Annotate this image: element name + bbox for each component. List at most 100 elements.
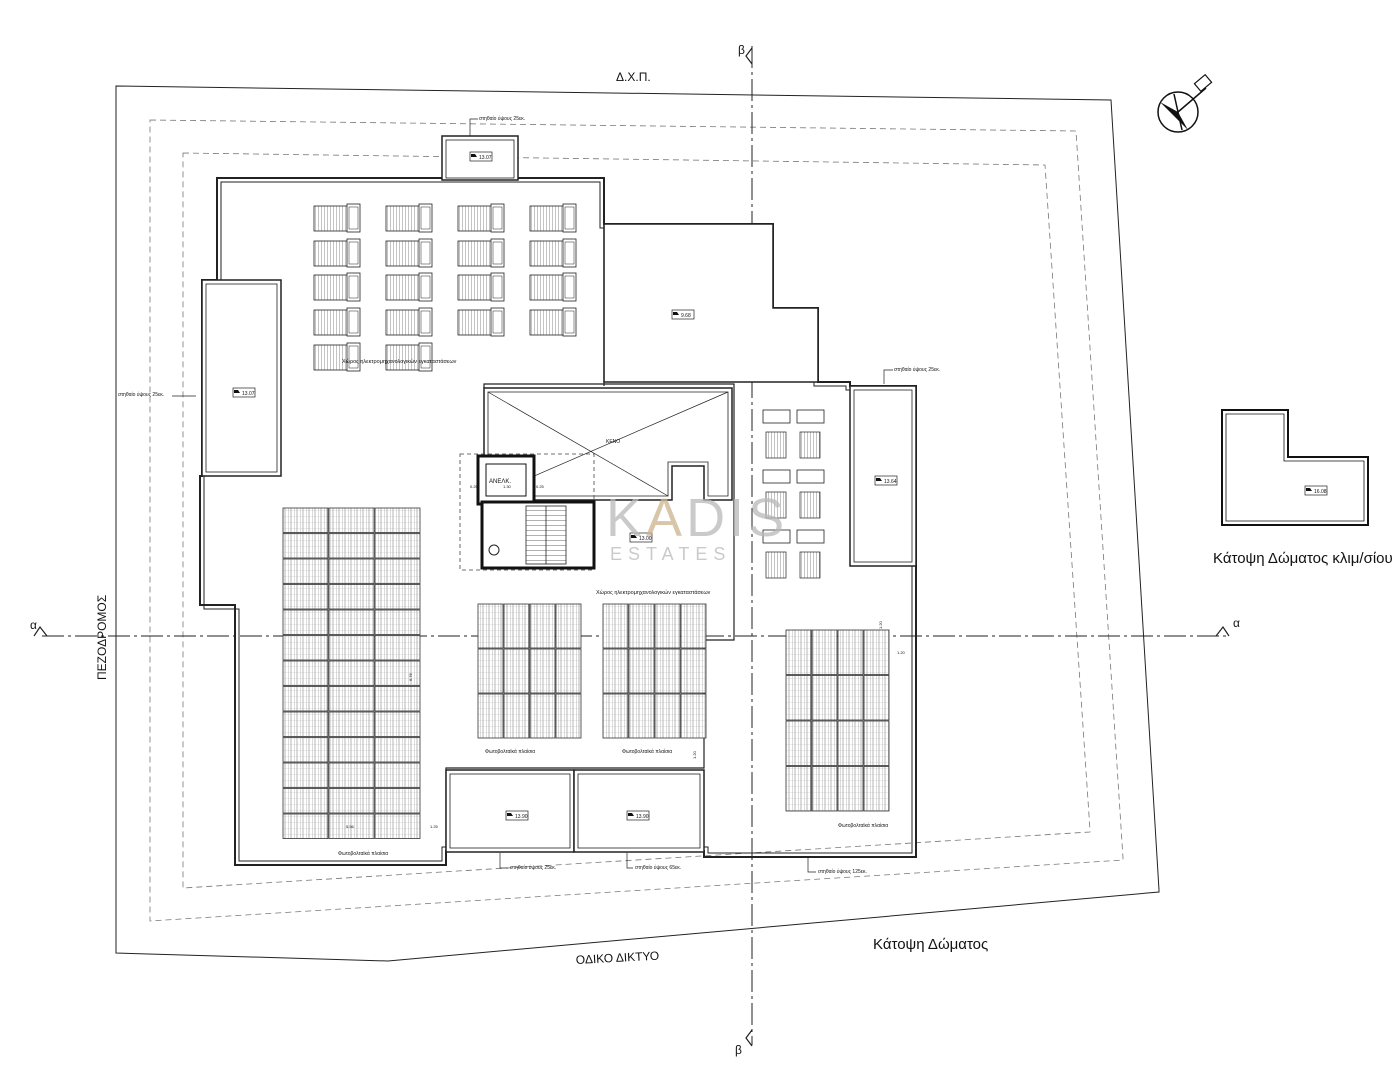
- pv-panel: [628, 648, 655, 694]
- dim-6: 1.25: [430, 824, 439, 829]
- pv-label-3: Φωτοβολταϊκά πλαίσια: [338, 850, 388, 857]
- pv-panel: [328, 507, 375, 533]
- pv-panel: [680, 693, 707, 739]
- water-heater-unit: [796, 469, 825, 519]
- level-tag-text: 13.64: [884, 479, 897, 485]
- pv-panel: [374, 533, 421, 559]
- dim-3: 1.20: [692, 750, 697, 759]
- pv-panel: [282, 635, 329, 661]
- pv-panel: [328, 711, 375, 737]
- level-tag: 13.64: [874, 475, 898, 486]
- pv-panel: [328, 737, 375, 763]
- level-tag-text: 13.90: [636, 814, 649, 820]
- pv-panel: [837, 766, 864, 812]
- pv-panel: [811, 629, 838, 675]
- water-heater-unit: [796, 409, 825, 459]
- pv-panel: [785, 629, 812, 675]
- level-tag: 13.00: [629, 532, 653, 543]
- pv-panel: [602, 693, 629, 739]
- pv-panel: [282, 788, 329, 814]
- pv-label-4: Φωτοβολταϊκά πλαίσια: [838, 822, 888, 829]
- watermark-logo: KADIS ESTATES: [606, 488, 789, 564]
- mech-unit: [313, 203, 361, 233]
- mech-unit: [313, 272, 361, 302]
- pv-panel: [555, 603, 582, 649]
- pv-panel: [282, 686, 329, 712]
- pv-panel: [282, 609, 329, 635]
- setback-line-outer: [149, 119, 1124, 922]
- bottom-boundary-label: ΟΔΙΚΟ ΔΙΚΤΥΟ: [575, 949, 659, 967]
- pv-panel: [628, 603, 655, 649]
- pv-panel: [503, 603, 530, 649]
- pv-panel: [328, 558, 375, 584]
- dim-4: 6.76: [408, 672, 413, 681]
- parapet-label-bottom-25: στηθαίο ύψους 25εκ.: [510, 864, 556, 871]
- mech-unit: [457, 203, 505, 233]
- pv-panel: [282, 660, 329, 686]
- pv-panel: [680, 603, 707, 649]
- pv-panel: [863, 675, 890, 721]
- pv-panel: [374, 788, 421, 814]
- level-tag: 13.07: [232, 387, 256, 398]
- pv-panel: [837, 675, 864, 721]
- mech-unit: [385, 272, 433, 302]
- pv-panel: [654, 603, 681, 649]
- mech-unit: [313, 342, 361, 372]
- pv-panel: [374, 813, 421, 839]
- pv-panel: [503, 693, 530, 739]
- mech-unit: [529, 238, 577, 268]
- pv-panel: [282, 507, 329, 533]
- water-heater-units: [762, 409, 825, 579]
- pv-panel: [282, 584, 329, 610]
- pv-array: [785, 629, 890, 812]
- mech-space-center-label: Χώρος ηλεκτρομηχανολογικών εγκαταστάσεων: [596, 589, 711, 596]
- ac-roof-outline: [1221, 409, 1369, 526]
- pv-panel: [328, 788, 375, 814]
- pv-panel: [282, 558, 329, 584]
- pv-panel: [628, 693, 655, 739]
- pv-panel: [654, 648, 681, 694]
- mech-unit: [457, 238, 505, 268]
- section-marker-a-right: [1215, 625, 1230, 637]
- pv-panel: [282, 813, 329, 839]
- mech-unit: [385, 342, 433, 372]
- left-street-label: ΠΕΖΟΔΡΟΜΟΣ: [95, 595, 109, 680]
- parapet-label-bottom-65: στηθαίο ύψους 65εκ.: [635, 864, 681, 871]
- pv-panel: [282, 762, 329, 788]
- level-tag: 13.90: [626, 810, 650, 821]
- pv-panel: [680, 648, 707, 694]
- pv-panel: [529, 648, 556, 694]
- pv-panel: [477, 693, 504, 739]
- pv-panel: [374, 584, 421, 610]
- pv-panel: [811, 675, 838, 721]
- water-heater-unit: [762, 469, 791, 519]
- level-tag-text: 13.90: [515, 814, 528, 820]
- pv-panel: [328, 635, 375, 661]
- stair-housing-top: [441, 135, 519, 181]
- pv-panel: [374, 762, 421, 788]
- pv-array: [602, 603, 707, 739]
- pv-panel: [477, 648, 504, 694]
- section-marker-b-bottom: [745, 1029, 753, 1047]
- pv-panel: [529, 693, 556, 739]
- pv-panel: [503, 648, 530, 694]
- pv-panel: [328, 584, 375, 610]
- top-boundary-label: Δ.Χ.Π.: [616, 70, 651, 84]
- mech-unit: [457, 307, 505, 337]
- dim-9: 0.25: [536, 484, 545, 489]
- pv-panel: [328, 686, 375, 712]
- mech-unit: [385, 238, 433, 268]
- section-label-a-right: α: [1233, 616, 1240, 630]
- pv-label-1: Φωτοβολταϊκά πλαίσια: [485, 748, 535, 755]
- water-heater-unit: [762, 529, 791, 579]
- mech-unit: [313, 238, 361, 268]
- pv-panel: [837, 720, 864, 766]
- pv-arrays: [282, 507, 890, 839]
- pv-panel: [328, 813, 375, 839]
- water-heater-unit: [762, 409, 791, 459]
- mech-space-top-label: Χώρος ηλεκτρομηχανολογικών εγκαταστάσεων: [342, 358, 457, 365]
- mech-unit: [529, 203, 577, 233]
- pv-panel: [328, 762, 375, 788]
- setback-line-inner: [182, 152, 1091, 889]
